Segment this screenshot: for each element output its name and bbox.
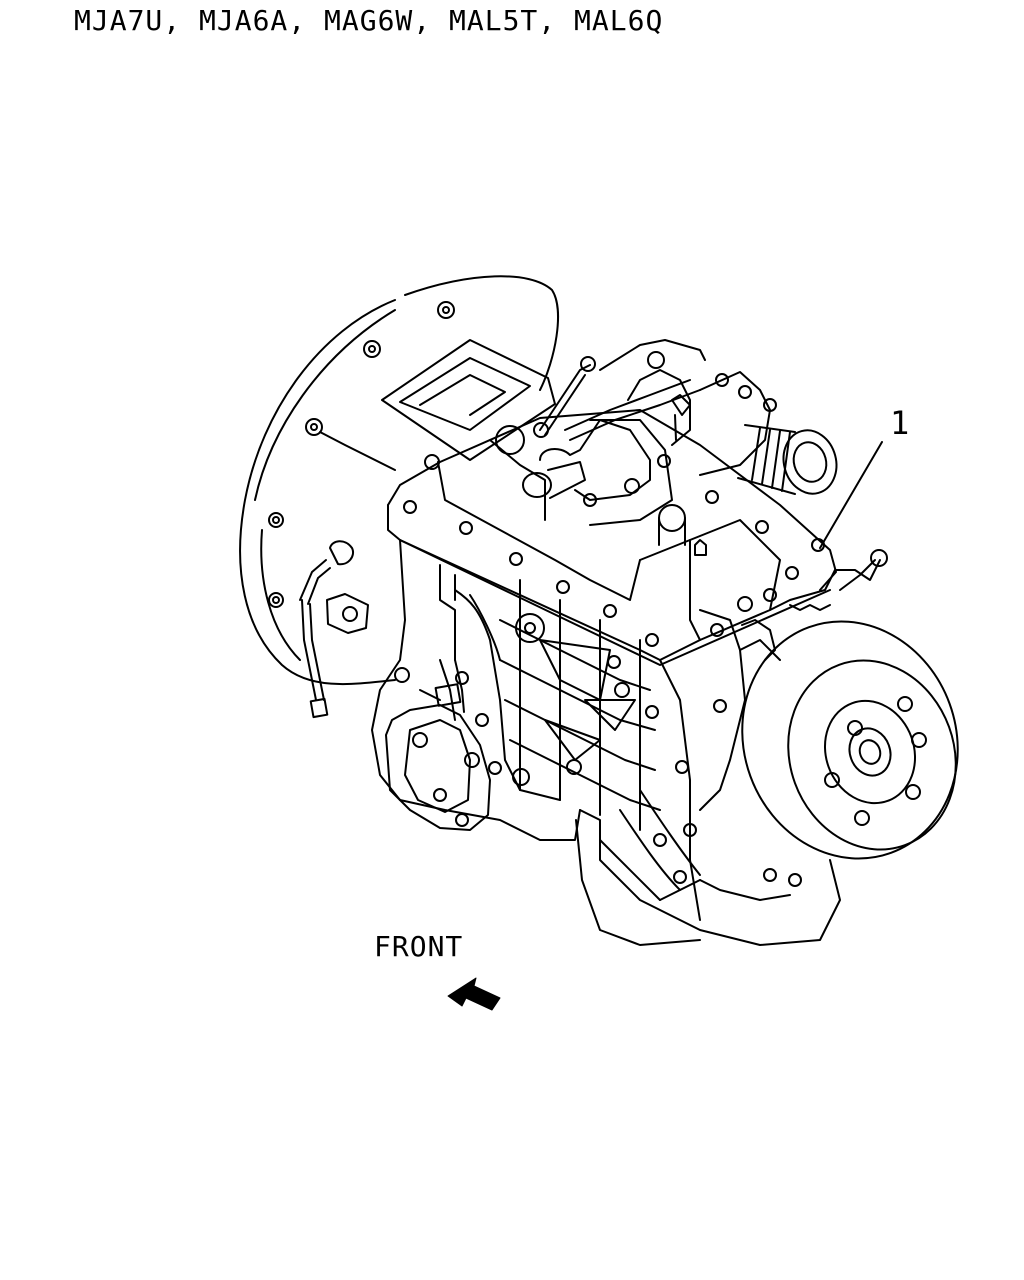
shift-cover <box>381 339 837 666</box>
callout-leader-line <box>819 441 883 549</box>
pto-cover <box>385 659 502 831</box>
speedometer-drive <box>699 371 838 495</box>
output-flange-drum <box>699 549 959 860</box>
front-direction-arrow <box>447 977 501 1011</box>
clutch-housing <box>239 275 559 686</box>
model-list-header: MJA7U, MJA6A, MAG6W, MAL5T, MAL6Q <box>74 4 664 37</box>
release-fork-rod <box>299 559 331 719</box>
front-label: FRONT <box>374 930 464 963</box>
callout-number-1: 1 <box>890 404 910 442</box>
shift-linkage <box>533 339 706 446</box>
